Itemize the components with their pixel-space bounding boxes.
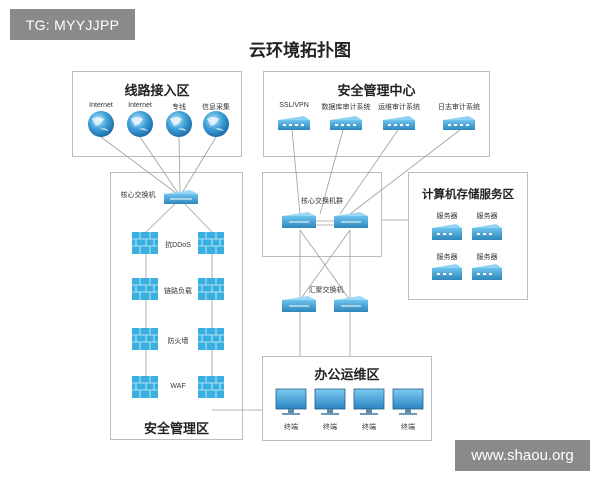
watermark-top-left: TG: MYYJJPP: [10, 9, 135, 40]
terminal-label: 终端: [401, 424, 415, 431]
waf-firewall-left-icon: [132, 376, 158, 398]
log-audit-appliance-icon: [443, 116, 475, 130]
lb-firewall-left-icon: [132, 278, 158, 300]
security-item-label: 运维审计系统: [378, 104, 420, 111]
layer-label-waf: WAF: [170, 383, 186, 390]
server-label: 服务器: [476, 254, 498, 261]
core-cluster-label: 核心交换机群: [301, 198, 343, 205]
waf-firewall-right-icon: [198, 376, 224, 398]
terminal-monitor-icon-1: [275, 388, 307, 415]
terminal-label: 终端: [362, 424, 376, 431]
region-security-center: [263, 71, 490, 157]
access-item-label: 专线: [172, 104, 186, 111]
server-icon-1: [432, 224, 462, 240]
core-cluster-switch-right-icon: [334, 212, 368, 228]
globe-icon-2: [127, 111, 153, 137]
firewall-stacks: [132, 232, 224, 398]
ops-audit-appliance-icon: [383, 116, 415, 130]
watermark-bottom-right: www.shaou.org: [455, 440, 590, 471]
server-icon-2: [472, 224, 502, 240]
db-audit-appliance-icon: [330, 116, 362, 130]
ddos-firewall-left-icon: [132, 232, 158, 254]
access-item-label: 信息采集: [202, 104, 230, 111]
aggregation-label: 汇聚交换机: [308, 287, 344, 294]
server-label: 服务器: [436, 254, 458, 261]
access-item-label: Internet: [89, 102, 113, 109]
globe-icon-1: [88, 111, 114, 137]
security-center-title: 安全管理中心: [337, 83, 416, 98]
fw-firewall-left-icon: [132, 328, 158, 350]
server-label: 服务器: [436, 213, 458, 220]
server-icon-4: [472, 264, 502, 280]
security-item-label: 日志审计系统: [438, 104, 480, 111]
security-item-label: 数据库审计系统: [321, 104, 371, 111]
security-item-label: SSL/VPN: [279, 102, 309, 109]
fw-firewall-right-icon: [198, 328, 224, 350]
aggregation-switch-right-icon: [334, 296, 368, 312]
vpn-appliance-icon: [278, 116, 310, 130]
access-item-label: Internet: [128, 102, 152, 109]
region-storage: [408, 172, 528, 300]
aggregation-switch-left-icon: [282, 296, 316, 312]
security-zone-title: 安全管理区: [143, 421, 209, 436]
links-access: [100, 129, 461, 411]
storage-title: 计算机存储服务区: [422, 189, 514, 201]
ddos-firewall-right-icon: [198, 232, 224, 254]
core-cluster-switch-left-icon: [282, 212, 316, 228]
terminal-label: 终端: [323, 424, 337, 431]
terminal-monitor-icon-3: [353, 388, 385, 415]
globe-icon-4: [203, 111, 229, 137]
core-switch-icon: [164, 190, 198, 204]
terminal-monitor-icon-2: [314, 388, 346, 415]
terminal-label: 终端: [284, 424, 298, 431]
server-label: 服务器: [476, 213, 498, 220]
core-switch-label: 核心交换机: [120, 192, 156, 199]
office-title: 办公运维区: [314, 367, 380, 382]
line-access-title: 线路接入区: [124, 83, 190, 98]
server-icon-3: [432, 264, 462, 280]
lb-firewall-right-icon: [198, 278, 224, 300]
layer-label-lb: 链路负载: [164, 288, 192, 295]
layer-label-ddos: 抗DDoS: [165, 242, 191, 249]
diagram-title: 云环境拓扑图: [249, 41, 351, 60]
terminal-monitor-icon-4: [392, 388, 424, 415]
globe-icon-3: [166, 111, 192, 137]
layer-label-fw: 防火墙: [167, 338, 189, 345]
